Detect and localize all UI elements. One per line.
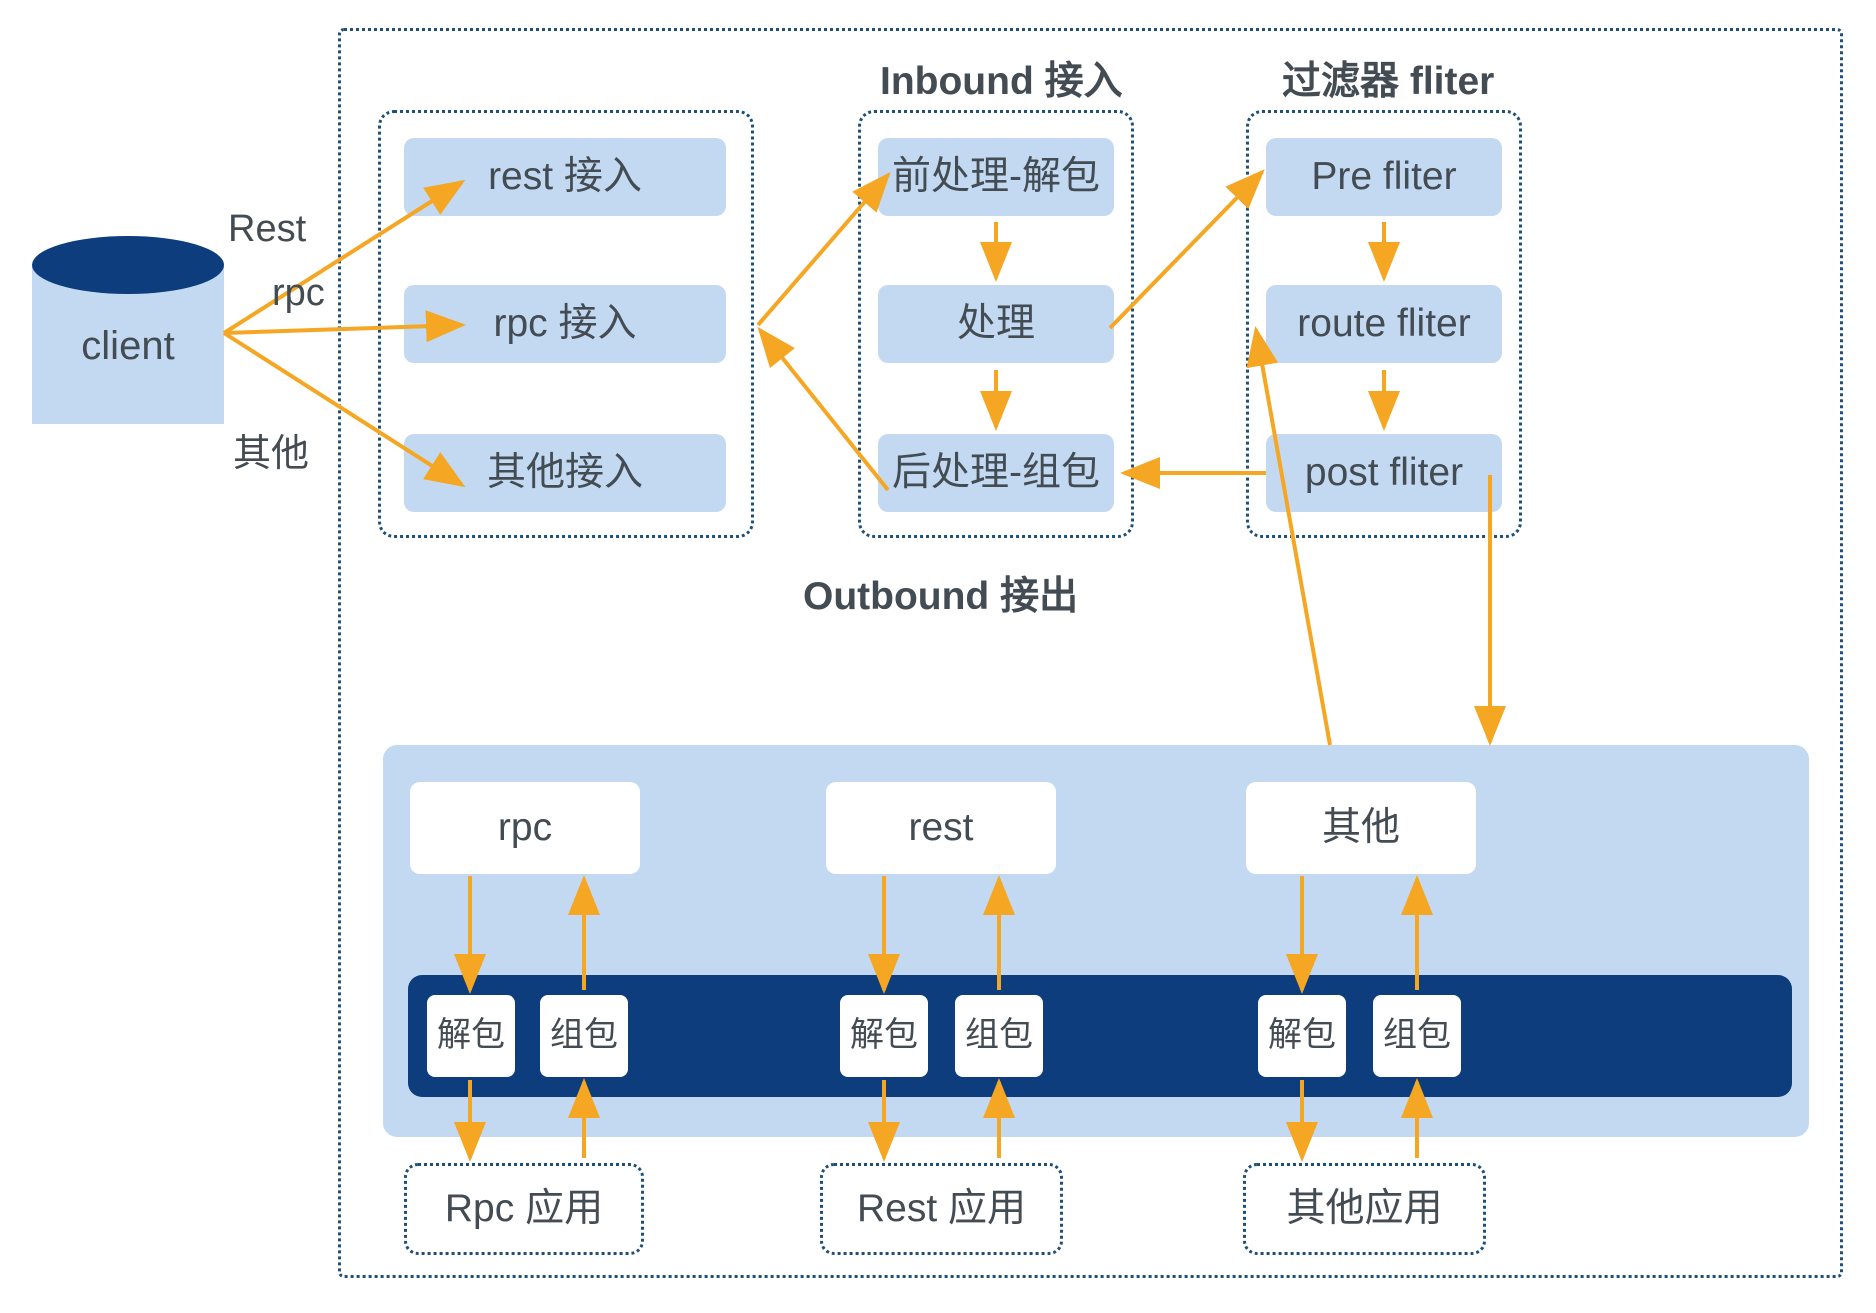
filter-box-pre[interactable]: Pre fliter	[1266, 138, 1502, 216]
section-title-filter: 过滤器 fliter	[1282, 60, 1495, 103]
codec-decode-other[interactable]: 解包	[1258, 995, 1346, 1077]
client-cylinder[interactable]: client	[32, 236, 224, 426]
access-box-rpc-label: rpc 接入	[493, 301, 637, 345]
access-box-other-label: 其他接入	[486, 450, 643, 494]
inbound-box-preprocess-label: 前处理-解包	[892, 154, 1100, 198]
filter-box-route-label: route fliter	[1297, 301, 1471, 345]
edge-label-rpc: rpc	[272, 272, 325, 314]
codec-encode-other-label: 组包	[1383, 1016, 1451, 1055]
app-box-other-label: 其他应用	[1286, 1186, 1443, 1230]
codec-decode-rest-label: 解包	[850, 1016, 918, 1055]
filter-box-route[interactable]: route fliter	[1266, 285, 1502, 363]
client-label: client	[81, 323, 175, 368]
codec-decode-other-label: 解包	[1268, 1016, 1336, 1055]
inbound-box-process[interactable]: 处理	[878, 285, 1114, 363]
access-box-rest-label: rest 接入	[488, 154, 642, 198]
codec-bar	[408, 975, 1792, 1097]
codec-decode-rpc-label: 解包	[437, 1016, 505, 1055]
access-box-rpc[interactable]: rpc 接入	[404, 285, 726, 363]
codec-encode-rpc[interactable]: 组包	[540, 995, 628, 1077]
inbound-box-postprocess-label: 后处理-组包	[892, 450, 1100, 494]
cylinder-bottom	[32, 368, 224, 424]
inbound-box-preprocess[interactable]: 前处理-解包	[878, 138, 1114, 216]
section-title-inbound: Inbound 接入	[880, 60, 1123, 103]
app-box-rest-label: Rest 应用	[856, 1186, 1027, 1230]
filter-box-pre-label: Pre fliter	[1311, 154, 1457, 198]
codec-decode-rpc[interactable]: 解包	[427, 995, 515, 1077]
cylinder-top	[32, 236, 224, 294]
gateway-boundary	[338, 28, 1843, 1278]
codec-encode-rest-label: 组包	[965, 1016, 1033, 1055]
outbound-protocol-rest-label: rest	[908, 805, 974, 849]
section-title-outbound: Outbound 接出	[803, 575, 1079, 618]
app-box-rpc-label: Rpc 应用	[444, 1186, 604, 1230]
access-box-rest[interactable]: rest 接入	[404, 138, 726, 216]
app-box-rpc[interactable]: Rpc 应用	[404, 1163, 644, 1255]
inbound-box-postprocess[interactable]: 后处理-组包	[878, 434, 1114, 512]
edge-label-rest: Rest	[228, 208, 307, 250]
outbound-protocol-rpc-label: rpc	[497, 805, 553, 849]
access-box-other[interactable]: 其他接入	[404, 434, 726, 512]
outbound-protocol-rest[interactable]: rest	[826, 782, 1056, 874]
app-box-rest[interactable]: Rest 应用	[820, 1163, 1063, 1255]
inbound-box-process-label: 处理	[956, 301, 1035, 345]
codec-decode-rest[interactable]: 解包	[840, 995, 928, 1077]
filter-box-post-label: post fliter	[1304, 450, 1464, 494]
codec-encode-other[interactable]: 组包	[1373, 995, 1461, 1077]
codec-encode-rpc-label: 组包	[550, 1016, 618, 1055]
edge-label-other: 其他	[233, 433, 310, 475]
outbound-protocol-rpc[interactable]: rpc	[410, 782, 640, 874]
filter-box-post[interactable]: post fliter	[1266, 434, 1502, 512]
outbound-protocol-other[interactable]: 其他	[1246, 782, 1476, 874]
outbound-protocol-other-label: 其他	[1321, 805, 1400, 849]
codec-encode-rest[interactable]: 组包	[955, 995, 1043, 1077]
app-box-other[interactable]: 其他应用	[1243, 1163, 1486, 1255]
